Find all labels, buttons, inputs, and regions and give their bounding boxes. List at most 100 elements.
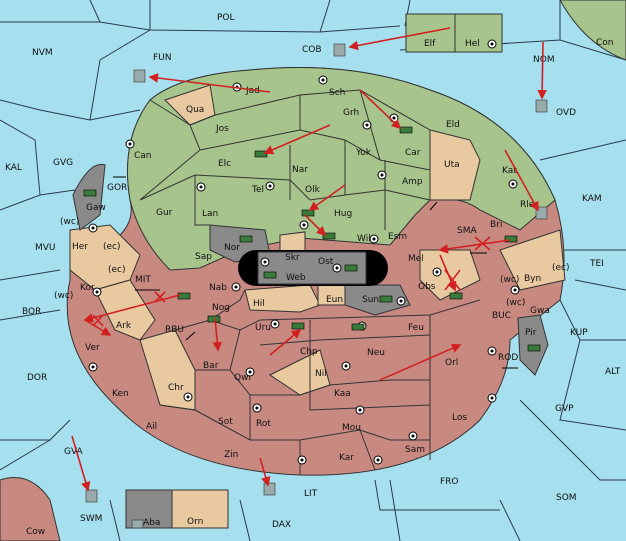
region-byn[interactable] (499, 229, 566, 291)
label-uta: Uta (444, 160, 460, 170)
label-yok: Yok (355, 148, 372, 158)
label-som: SOM (556, 493, 577, 503)
fleet-icon (535, 99, 548, 113)
sea-labels: POL NVM COB FUN NOM Con OVD KAL GVG GOR … (5, 13, 621, 537)
units (83, 43, 548, 529)
label-alt: ALT (605, 367, 621, 377)
label-gaw: Gaw (86, 203, 106, 213)
region-sun[interactable] (344, 284, 411, 316)
supply-centers (88, 39, 520, 465)
label-ken: Ken (112, 389, 129, 399)
label-mit: MIT (135, 275, 151, 285)
army-icon (239, 235, 253, 243)
label-web: Web (286, 273, 306, 283)
label-byn: Byn (524, 274, 541, 284)
army-icon (527, 344, 541, 352)
label-jad: Jad (245, 86, 260, 96)
label-dor: DOR (27, 373, 47, 383)
label-lan: Lan (202, 209, 218, 219)
label-bor: BOR (22, 307, 41, 317)
label-con: Con (596, 38, 614, 48)
label-hel: Hel (465, 39, 480, 49)
label-gwa: Gwa (530, 306, 550, 316)
label-nar: Nar (292, 165, 308, 175)
label-mou: Mou (342, 423, 361, 433)
region-orn[interactable] (171, 489, 229, 529)
army-icon (351, 323, 365, 331)
label-sma: SMA (457, 226, 477, 236)
label-nor: Nor (224, 243, 240, 253)
region-chr[interactable] (139, 329, 196, 411)
label-qwi: Qwi (234, 373, 251, 383)
label-dax: DAX (272, 520, 291, 530)
label-cob: COB (302, 45, 322, 55)
label-orl: Orl (445, 358, 458, 368)
label-car: Car (405, 148, 421, 158)
label-qua: Qua (186, 105, 204, 115)
label-aba: Aba (143, 518, 160, 528)
region-elf-hel[interactable] (405, 13, 503, 53)
label-nil: Nil (315, 369, 327, 379)
label-fro: FRO (440, 477, 459, 487)
coast-label-byn-wc: (wc) (500, 275, 519, 285)
label-esm: Esm (388, 232, 407, 242)
label-jos: Jos (215, 124, 229, 134)
label-elc: Elc (218, 159, 231, 169)
label-gor: GOR (107, 183, 127, 193)
label-gvp: GVP (555, 404, 574, 414)
coast-label-her-wc: (wc) (60, 217, 79, 227)
label-kat: Kat (502, 166, 517, 176)
label-can: Can (134, 151, 152, 161)
label-rot: Rot (256, 419, 271, 429)
army-icon (254, 150, 268, 158)
label-tei: TEI (589, 259, 604, 269)
fleet-icon (131, 519, 144, 529)
army-icon (399, 126, 413, 134)
label-kal: KAL (5, 163, 22, 173)
label-ost: Ost (318, 257, 334, 267)
fleet-icon (263, 482, 276, 496)
label-kam: KAM (582, 194, 602, 204)
army-icon (291, 322, 305, 330)
label-kar: Kar (339, 453, 354, 463)
army-icon (83, 189, 97, 197)
label-orn: Orn (187, 517, 203, 527)
label-pol: POL (217, 13, 235, 23)
canal-connections (113, 176, 518, 369)
fleet-icon (133, 69, 146, 83)
fleet-icon (535, 206, 548, 220)
label-nab: Nab (209, 283, 227, 293)
coast-label-her-ec: (ec) (103, 242, 121, 252)
coast-label-gwa-wc: (wc) (506, 298, 525, 308)
label-grh: Grh (343, 108, 359, 118)
army-icon (207, 315, 221, 323)
label-eun: Eun (326, 295, 343, 305)
label-bar: Bar (203, 361, 219, 371)
label-mvu: MVU (35, 243, 56, 253)
label-ovd: OVD (556, 108, 576, 118)
label-wil: Wil (357, 234, 371, 244)
army-icon (344, 264, 358, 272)
label-gva: GVA (64, 447, 84, 457)
region-cow[interactable] (0, 477, 61, 541)
army-icon (263, 271, 277, 279)
label-sap: Sap (195, 252, 212, 262)
region-gaw[interactable] (72, 163, 106, 231)
continent (66, 67, 566, 476)
label-tel: Tel (251, 185, 264, 195)
army-icon (379, 295, 393, 303)
label-nog: Nog (212, 303, 230, 313)
label-zin: Zin (224, 450, 238, 460)
coast-label-byn-ec: (ec) (552, 263, 570, 273)
land-labels: Elf Hel Jad Sch Qua Jos Grh Eld Can Car … (72, 39, 550, 528)
label-her: Her (72, 242, 88, 252)
label-kaa: Kaa (334, 389, 351, 399)
label-pir: Pir (525, 328, 537, 338)
label-ark: Ark (116, 321, 132, 331)
label-elf: Elf (424, 39, 436, 49)
army-icon (449, 292, 463, 300)
label-olk: Olk (305, 185, 321, 195)
